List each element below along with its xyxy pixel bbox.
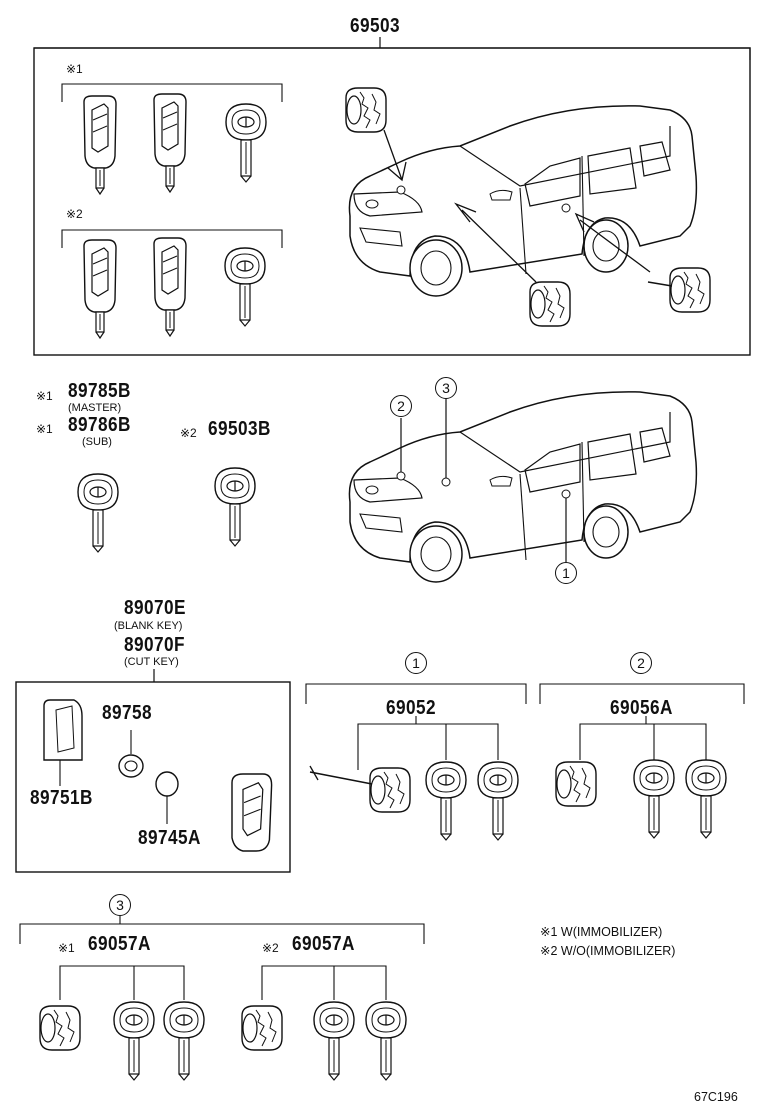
callout-1-group: 1 — [405, 652, 427, 674]
part-number-89785b: 89785B — [68, 380, 131, 402]
part-number-69056a: 69056A — [610, 697, 673, 719]
part-number-89070e: 89070E — [124, 597, 186, 619]
note-mark-1-69057a: ※1 — [58, 941, 75, 955]
callout-2-car: 2 — [390, 395, 412, 417]
callout-3-car: 3 — [435, 377, 457, 399]
note-cut-key: (CUT KEY) — [124, 656, 179, 668]
part-number-69052: 69052 — [386, 697, 436, 719]
callout-1-car: 1 — [555, 562, 577, 584]
note-mark-1-89785b: ※1 — [36, 389, 53, 403]
legend-no-immobilizer: ※2 W/O(IMMOBILIZER) — [540, 944, 676, 958]
note-mark-2-top: ※2 — [66, 207, 83, 221]
legend-immobilizer: ※1 W(IMMOBILIZER) — [540, 925, 663, 939]
note-sub: (SUB) — [82, 436, 112, 448]
note-mark-1-top: ※1 — [66, 62, 83, 76]
part-number-69503: 69503 — [350, 15, 400, 37]
note-mark-1-89786b: ※1 — [36, 422, 53, 436]
note-master: (MASTER) — [68, 402, 122, 414]
note-mark-2-69057a: ※2 — [262, 941, 279, 955]
figure-code: 67C196 — [694, 1090, 738, 1104]
note-blank-key: (BLANK KEY) — [114, 620, 183, 632]
part-number-69057a-2: 69057A — [292, 933, 355, 955]
part-number-89751b: 89751B — [30, 787, 93, 809]
part-number-89070f: 89070F — [124, 634, 185, 656]
note-mark-2-69503b: ※2 — [180, 426, 197, 440]
part-number-69503b: 69503B — [208, 418, 271, 440]
part-number-89758: 89758 — [102, 702, 152, 724]
part-number-69057a-1: 69057A — [88, 933, 151, 955]
part-number-89745a: 89745A — [138, 827, 201, 849]
callout-2-group: 2 — [630, 652, 652, 674]
part-number-89786b: 89786B — [68, 414, 131, 436]
callout-3-group: 3 — [109, 894, 131, 916]
